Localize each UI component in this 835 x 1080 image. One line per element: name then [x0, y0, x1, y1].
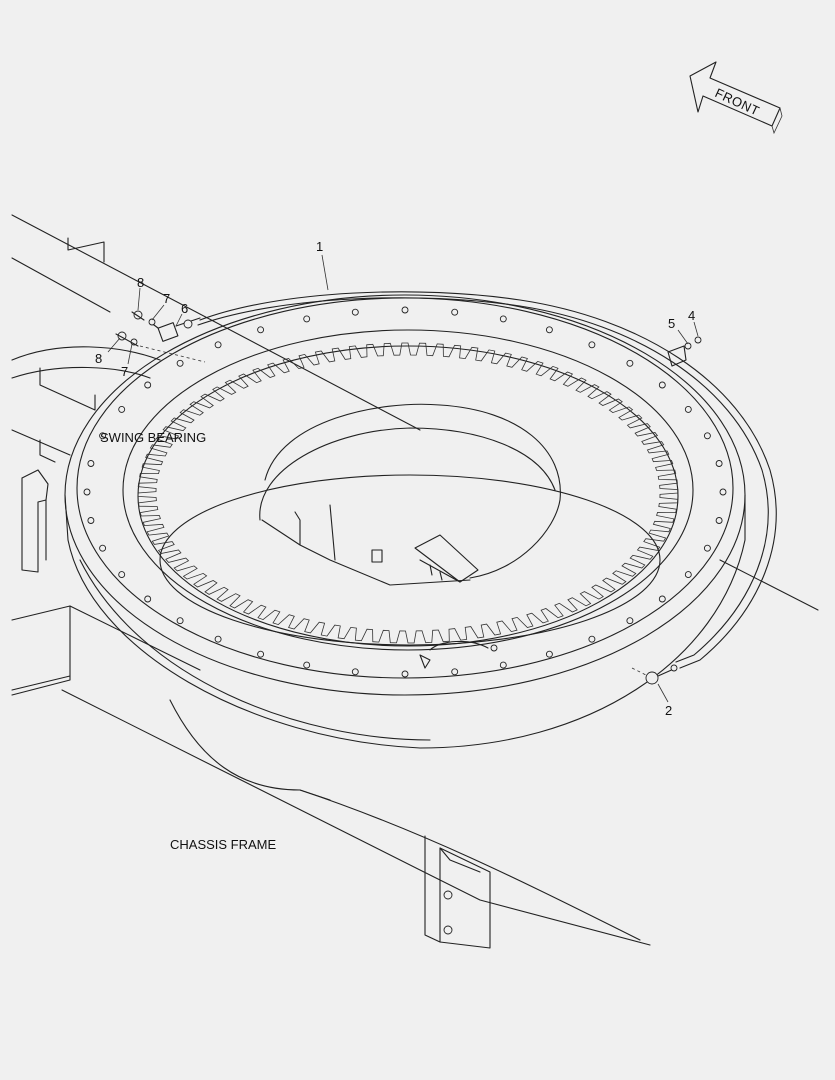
- bolt-hole: [451, 668, 459, 676]
- bolt-hole: [87, 517, 95, 524]
- bolt-hole: [303, 661, 311, 669]
- bolt-hole: [626, 359, 634, 367]
- bolt-hole: [257, 650, 265, 658]
- bolt-hole: [499, 661, 507, 669]
- bolt-hole: [257, 326, 265, 334]
- bolt-hole: [451, 308, 459, 316]
- bolt-hole: [401, 306, 409, 314]
- callout-8b: 8: [95, 351, 102, 366]
- gear-tooth-profile: [137, 342, 679, 644]
- bolt-hole: [351, 308, 359, 316]
- bolt-hole: [715, 517, 723, 524]
- bolt-hole: [715, 460, 723, 467]
- fitting-group-upper: [115, 310, 206, 363]
- bolt-hole: [214, 635, 222, 643]
- lube-hose: [197, 291, 777, 669]
- center-housing: [259, 403, 561, 669]
- bolt-hole: [401, 670, 409, 678]
- bolt-hole: [499, 315, 507, 323]
- bolt-hole: [144, 381, 152, 389]
- bolt-hole: [588, 341, 596, 349]
- bolt-hole: [83, 488, 91, 496]
- bolt-hole: [176, 617, 184, 625]
- bolt-hole: [588, 635, 596, 643]
- bolt-hole: [87, 460, 95, 467]
- bolt-hole: [684, 405, 692, 413]
- gear-teeth: [137, 342, 679, 644]
- bolt-hole: [214, 341, 222, 349]
- bolt-hole: [719, 488, 727, 496]
- bolt-hole: [703, 544, 711, 552]
- callout-7a: 7: [163, 291, 170, 306]
- swing-bearing-label: SWING BEARING: [100, 430, 206, 445]
- swing-bearing: [64, 294, 746, 749]
- bolt-hole: [99, 432, 107, 440]
- callout-8a: 8: [137, 275, 144, 290]
- callout-6: 6: [181, 301, 188, 316]
- chassis-frame-label: CHASSIS FRAME: [170, 837, 277, 852]
- bolt-hole: [626, 617, 634, 625]
- front-arrow: FRONT: [689, 61, 783, 135]
- bolt-hole: [658, 595, 666, 603]
- bolt-hole: [99, 544, 107, 552]
- bolt-hole: [545, 650, 553, 658]
- bolt-hole: [658, 381, 666, 389]
- bolt-hole: [684, 571, 692, 579]
- fitting-group-lower: [631, 664, 678, 685]
- bolt-hole: [144, 595, 152, 603]
- callout-5: 5: [668, 316, 675, 331]
- fitting-group-right: [684, 336, 702, 350]
- bolt-hole: [303, 315, 311, 323]
- callout-labels: 1 2 4 5 6 7 7 8 8: [95, 239, 695, 718]
- bolt-hole: [703, 432, 711, 440]
- bolt-hole: [176, 359, 184, 367]
- callout-1: 1: [316, 239, 323, 254]
- bolt-hole: [118, 571, 126, 579]
- callout-4: 4: [688, 308, 695, 323]
- callout-7b: 7: [121, 364, 128, 379]
- bolt-holes: [83, 306, 727, 678]
- chassis-frame-outline: [11, 214, 819, 949]
- bolt-hole: [545, 326, 553, 334]
- leader-lines: [107, 254, 699, 703]
- bolt-hole: [351, 668, 359, 676]
- callout-2: 2: [665, 703, 672, 718]
- bolt-hole: [118, 405, 126, 413]
